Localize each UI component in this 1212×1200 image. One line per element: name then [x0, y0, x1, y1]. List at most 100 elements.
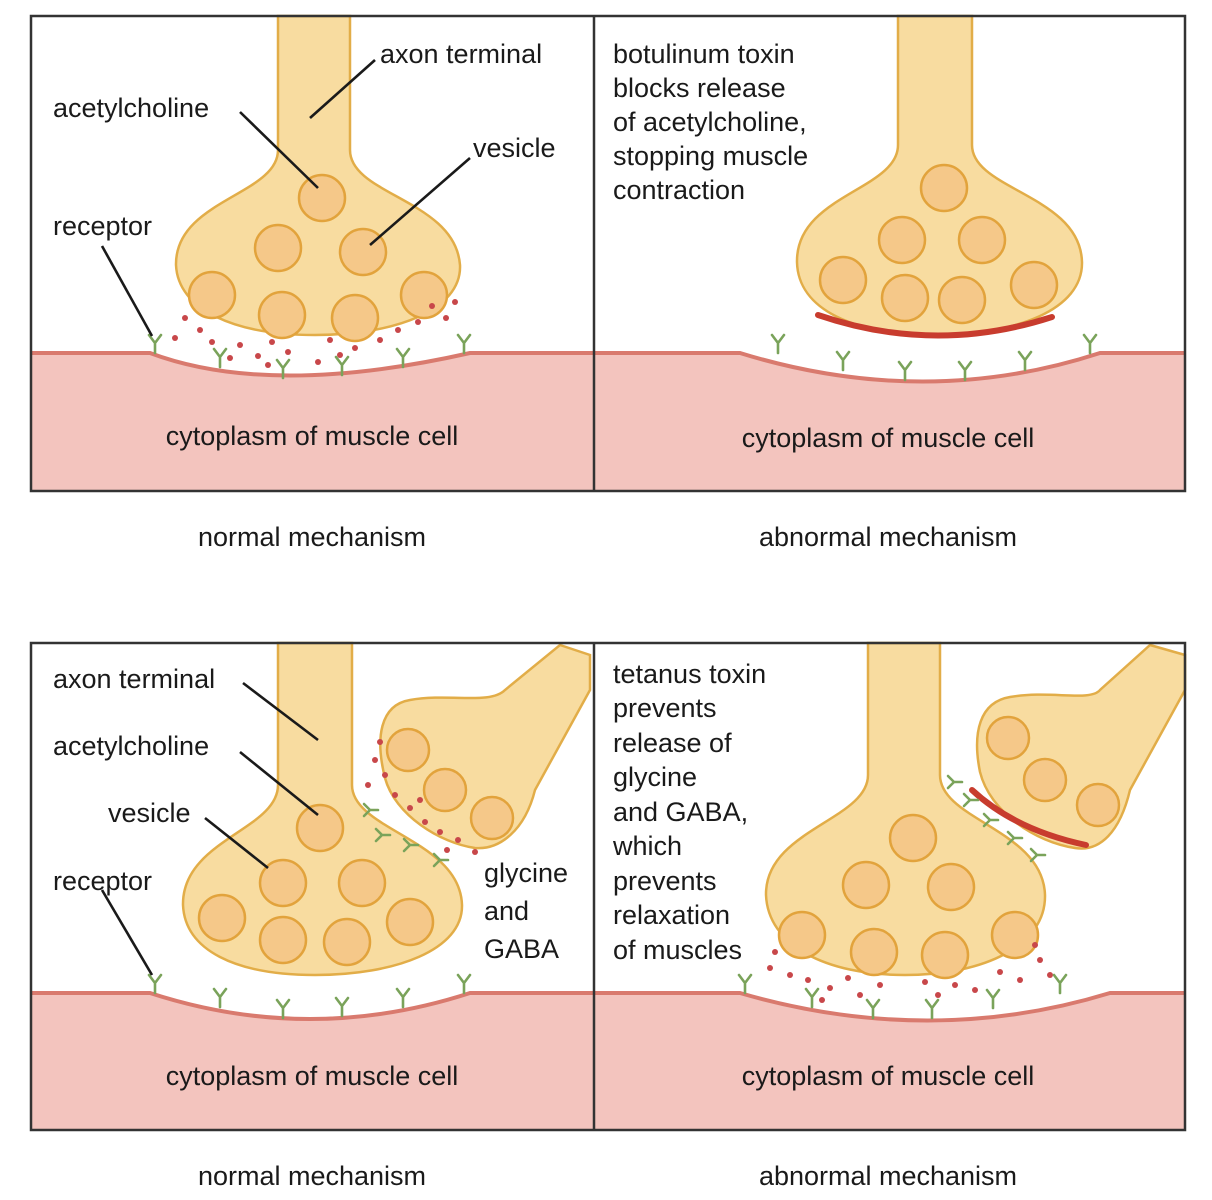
vesicle — [197, 893, 247, 943]
vesicle — [818, 255, 868, 305]
receptor — [374, 827, 392, 843]
label-tetanus-2: prevents — [613, 693, 717, 723]
vesicle — [777, 910, 827, 960]
vesicle — [920, 930, 970, 980]
caption-abnormal-top: abnormal mechanism — [759, 522, 1017, 552]
caption-normal-bottom: normal mechanism — [198, 1161, 426, 1191]
receptors — [147, 802, 472, 1020]
label-vesicle: vesicle — [108, 798, 191, 828]
label-tetanus-7: prevents — [613, 866, 717, 896]
receptor — [962, 792, 980, 808]
botulinum-block — [815, 312, 1055, 339]
receptors — [770, 333, 1098, 382]
label-gaba: GABA — [484, 934, 559, 964]
vesicle — [957, 215, 1007, 265]
label-and: and — [484, 896, 529, 926]
label-receptor: receptor — [53, 866, 152, 896]
label-botulinum-2: blocks release — [613, 73, 786, 103]
vesicle — [926, 862, 976, 912]
panel-botulinum: botulinum toxin blocks release of acetyl… — [594, 14, 1185, 491]
vesicle — [849, 927, 899, 977]
muscle-cell — [31, 993, 593, 1130]
label-cytoplasm: cytoplasm of muscle cell — [166, 421, 459, 451]
muscle-cell — [594, 993, 1185, 1130]
vesicle-group — [818, 163, 1059, 325]
label-glycine: glycine — [484, 858, 568, 888]
label-botulinum-1: botulinum toxin — [613, 39, 795, 69]
axon-terminal — [764, 641, 1047, 977]
vesicle — [841, 860, 891, 910]
released-glycine-gaba — [365, 739, 478, 855]
label-botulinum-5: contraction — [613, 175, 745, 205]
vesicle — [877, 215, 927, 265]
receptors — [737, 774, 1068, 1020]
vesicle — [399, 270, 449, 320]
top-frame — [29, 14, 1187, 493]
inhibitory-neuron-terminal — [975, 643, 1187, 850]
vesicle-group — [187, 173, 449, 343]
vesicle — [985, 715, 1031, 761]
label-tetanus-5: and GABA, — [613, 797, 748, 827]
label-botulinum-3: of acetylcholine, — [613, 107, 807, 137]
receptor — [402, 837, 420, 853]
label-cytoplasm: cytoplasm of muscle cell — [166, 1061, 459, 1091]
label-acetylcholine: acetylcholine — [53, 731, 209, 761]
vesicle — [295, 803, 345, 853]
label-tetanus-1: tetanus toxin — [613, 659, 766, 689]
label-acetylcholine: acetylcholine — [53, 93, 209, 123]
muscle-cell — [31, 353, 593, 491]
vesicle — [253, 223, 303, 273]
vesicle — [1009, 260, 1059, 310]
vesicle — [469, 795, 515, 841]
label-cytoplasm: cytoplasm of muscle cell — [742, 1061, 1035, 1091]
muscle-membrane — [31, 991, 593, 1021]
vesicle — [385, 897, 435, 947]
receptor — [362, 802, 380, 818]
receptors — [147, 333, 472, 380]
released-acetylcholine — [172, 299, 458, 368]
label-botulinum-4: stopping muscle — [613, 141, 808, 171]
muscle-membrane — [594, 351, 1185, 384]
label-tetanus-8: relaxation — [613, 900, 730, 930]
receptor — [432, 852, 450, 868]
vesicle-group — [197, 727, 515, 967]
released-acetylcholine — [767, 942, 1053, 1003]
label-tetanus-3: release of — [613, 728, 732, 758]
vesicle — [919, 163, 969, 213]
panel-tetanus: tetanus toxin prevents release of glycin… — [594, 641, 1187, 1130]
vesicle — [880, 273, 930, 323]
bottom-frame — [29, 641, 1187, 1132]
caption-abnormal-bottom: abnormal mechanism — [759, 1161, 1017, 1191]
vesicle — [322, 917, 372, 967]
vesicle-group — [777, 715, 1121, 980]
vesicle — [422, 767, 468, 813]
vesicle — [257, 290, 307, 340]
vesicle — [258, 915, 308, 965]
tetanus-block — [969, 787, 1089, 848]
panel-normal-bottom: axon terminal acetylcholine vesicle rece… — [31, 641, 593, 1130]
caption-normal-top: normal mechanism — [198, 522, 426, 552]
receptor — [946, 774, 964, 790]
label-cytoplasm: cytoplasm of muscle cell — [742, 423, 1035, 453]
label-axon-terminal: axon terminal — [53, 664, 215, 694]
label-tetanus-6: which — [612, 831, 682, 861]
label-tetanus-9: of muscles — [613, 935, 742, 965]
vesicle — [187, 270, 237, 320]
vesicle — [385, 727, 431, 773]
muscle-cell — [594, 353, 1185, 491]
label-axon-terminal: axon terminal — [380, 39, 542, 69]
muscle-membrane — [594, 991, 1185, 1023]
vesicle — [1075, 782, 1121, 828]
label-tetanus-4: glycine — [613, 762, 697, 792]
vesicle — [330, 293, 380, 343]
vesicle — [990, 910, 1040, 960]
label-vesicle: vesicle — [473, 133, 556, 163]
receptor — [982, 812, 1000, 828]
vesicle — [888, 813, 938, 863]
vesicle — [937, 275, 987, 325]
receptor — [1006, 830, 1024, 846]
label-receptor: receptor — [53, 211, 152, 241]
vesicle — [297, 173, 347, 223]
panel-normal-top: axon terminal acetylcholine vesicle rece… — [31, 14, 593, 491]
